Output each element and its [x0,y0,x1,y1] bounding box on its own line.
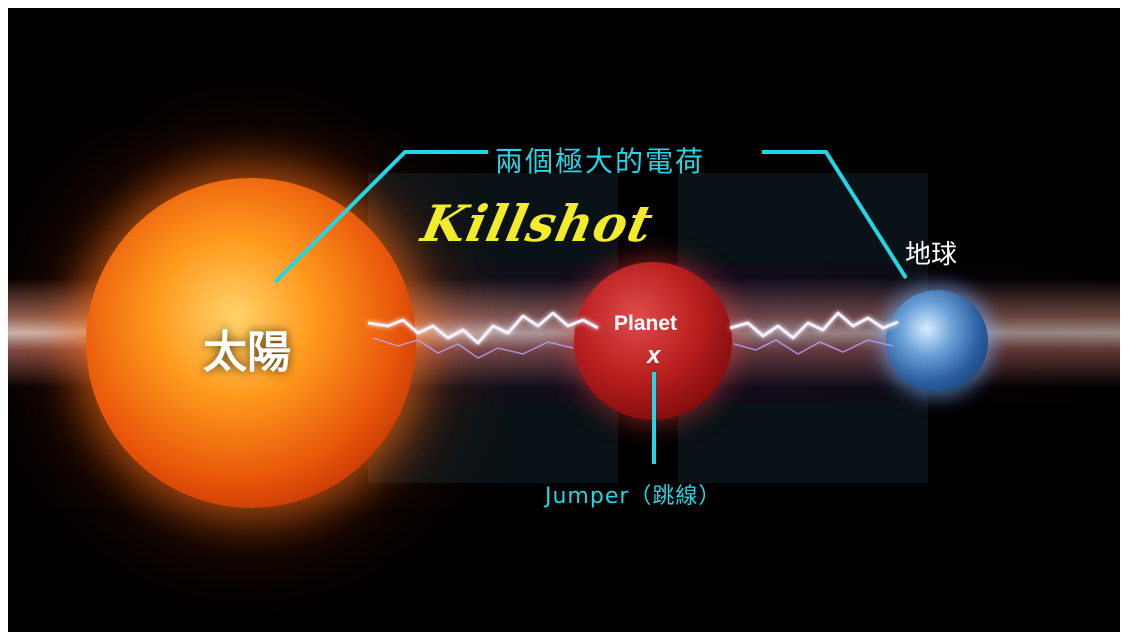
charge-caption: 兩個極大的電荷 [495,145,706,178]
earth [886,290,988,392]
lightning-bolts [367,311,899,359]
planet-x-label: x [647,342,661,369]
lightning-bolt-right-secondary [733,339,894,355]
callout-line-sun [273,150,488,284]
diagram-canvas: 太陽 Planet x 地球 兩個極大的電荷 Jumper（跳線） Killsh… [8,8,1120,632]
lightning-bolt-left [367,311,599,345]
planet-label: Planet [614,312,678,335]
lightning-bolt-left-secondary [372,337,574,359]
earth-label: 地球 [905,240,958,270]
lightning-bolt-right [729,311,899,340]
killshot-title: Killshot [416,194,659,253]
sun-label: 太陽 [203,327,291,378]
sun [86,178,416,508]
callout-line-earth [762,150,908,280]
callout-lines [273,150,908,464]
jumper-caption: Jumper（跳線） [545,484,722,509]
